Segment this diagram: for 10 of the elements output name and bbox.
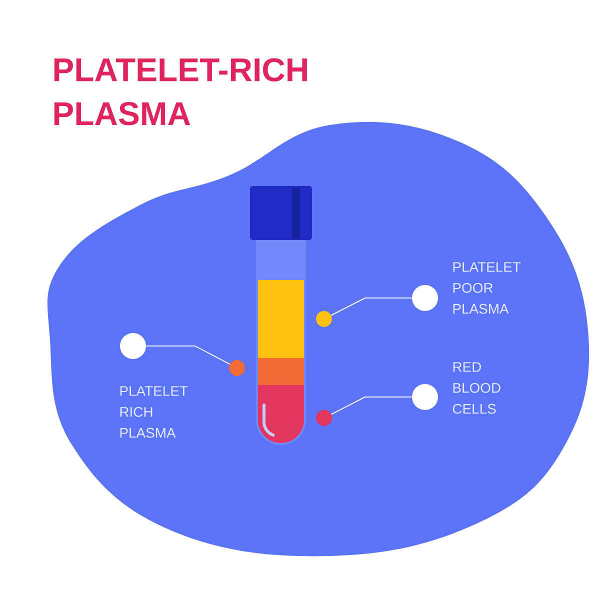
marker-dot	[316, 410, 332, 426]
node-label: PLATELET RICH PLASMA	[120, 386, 188, 438]
marker-dot	[229, 360, 245, 376]
title: PLATELET-RICH PLASMA	[54, 58, 307, 126]
leader-line	[146, 346, 230, 365]
leader-line	[330, 396, 412, 415]
node-label: PLATELET POOR PLASMA	[453, 262, 521, 314]
node-label: RED BLOOD CELLS	[452, 362, 500, 414]
leader-line	[330, 298, 412, 316]
marker-dot	[316, 311, 332, 327]
